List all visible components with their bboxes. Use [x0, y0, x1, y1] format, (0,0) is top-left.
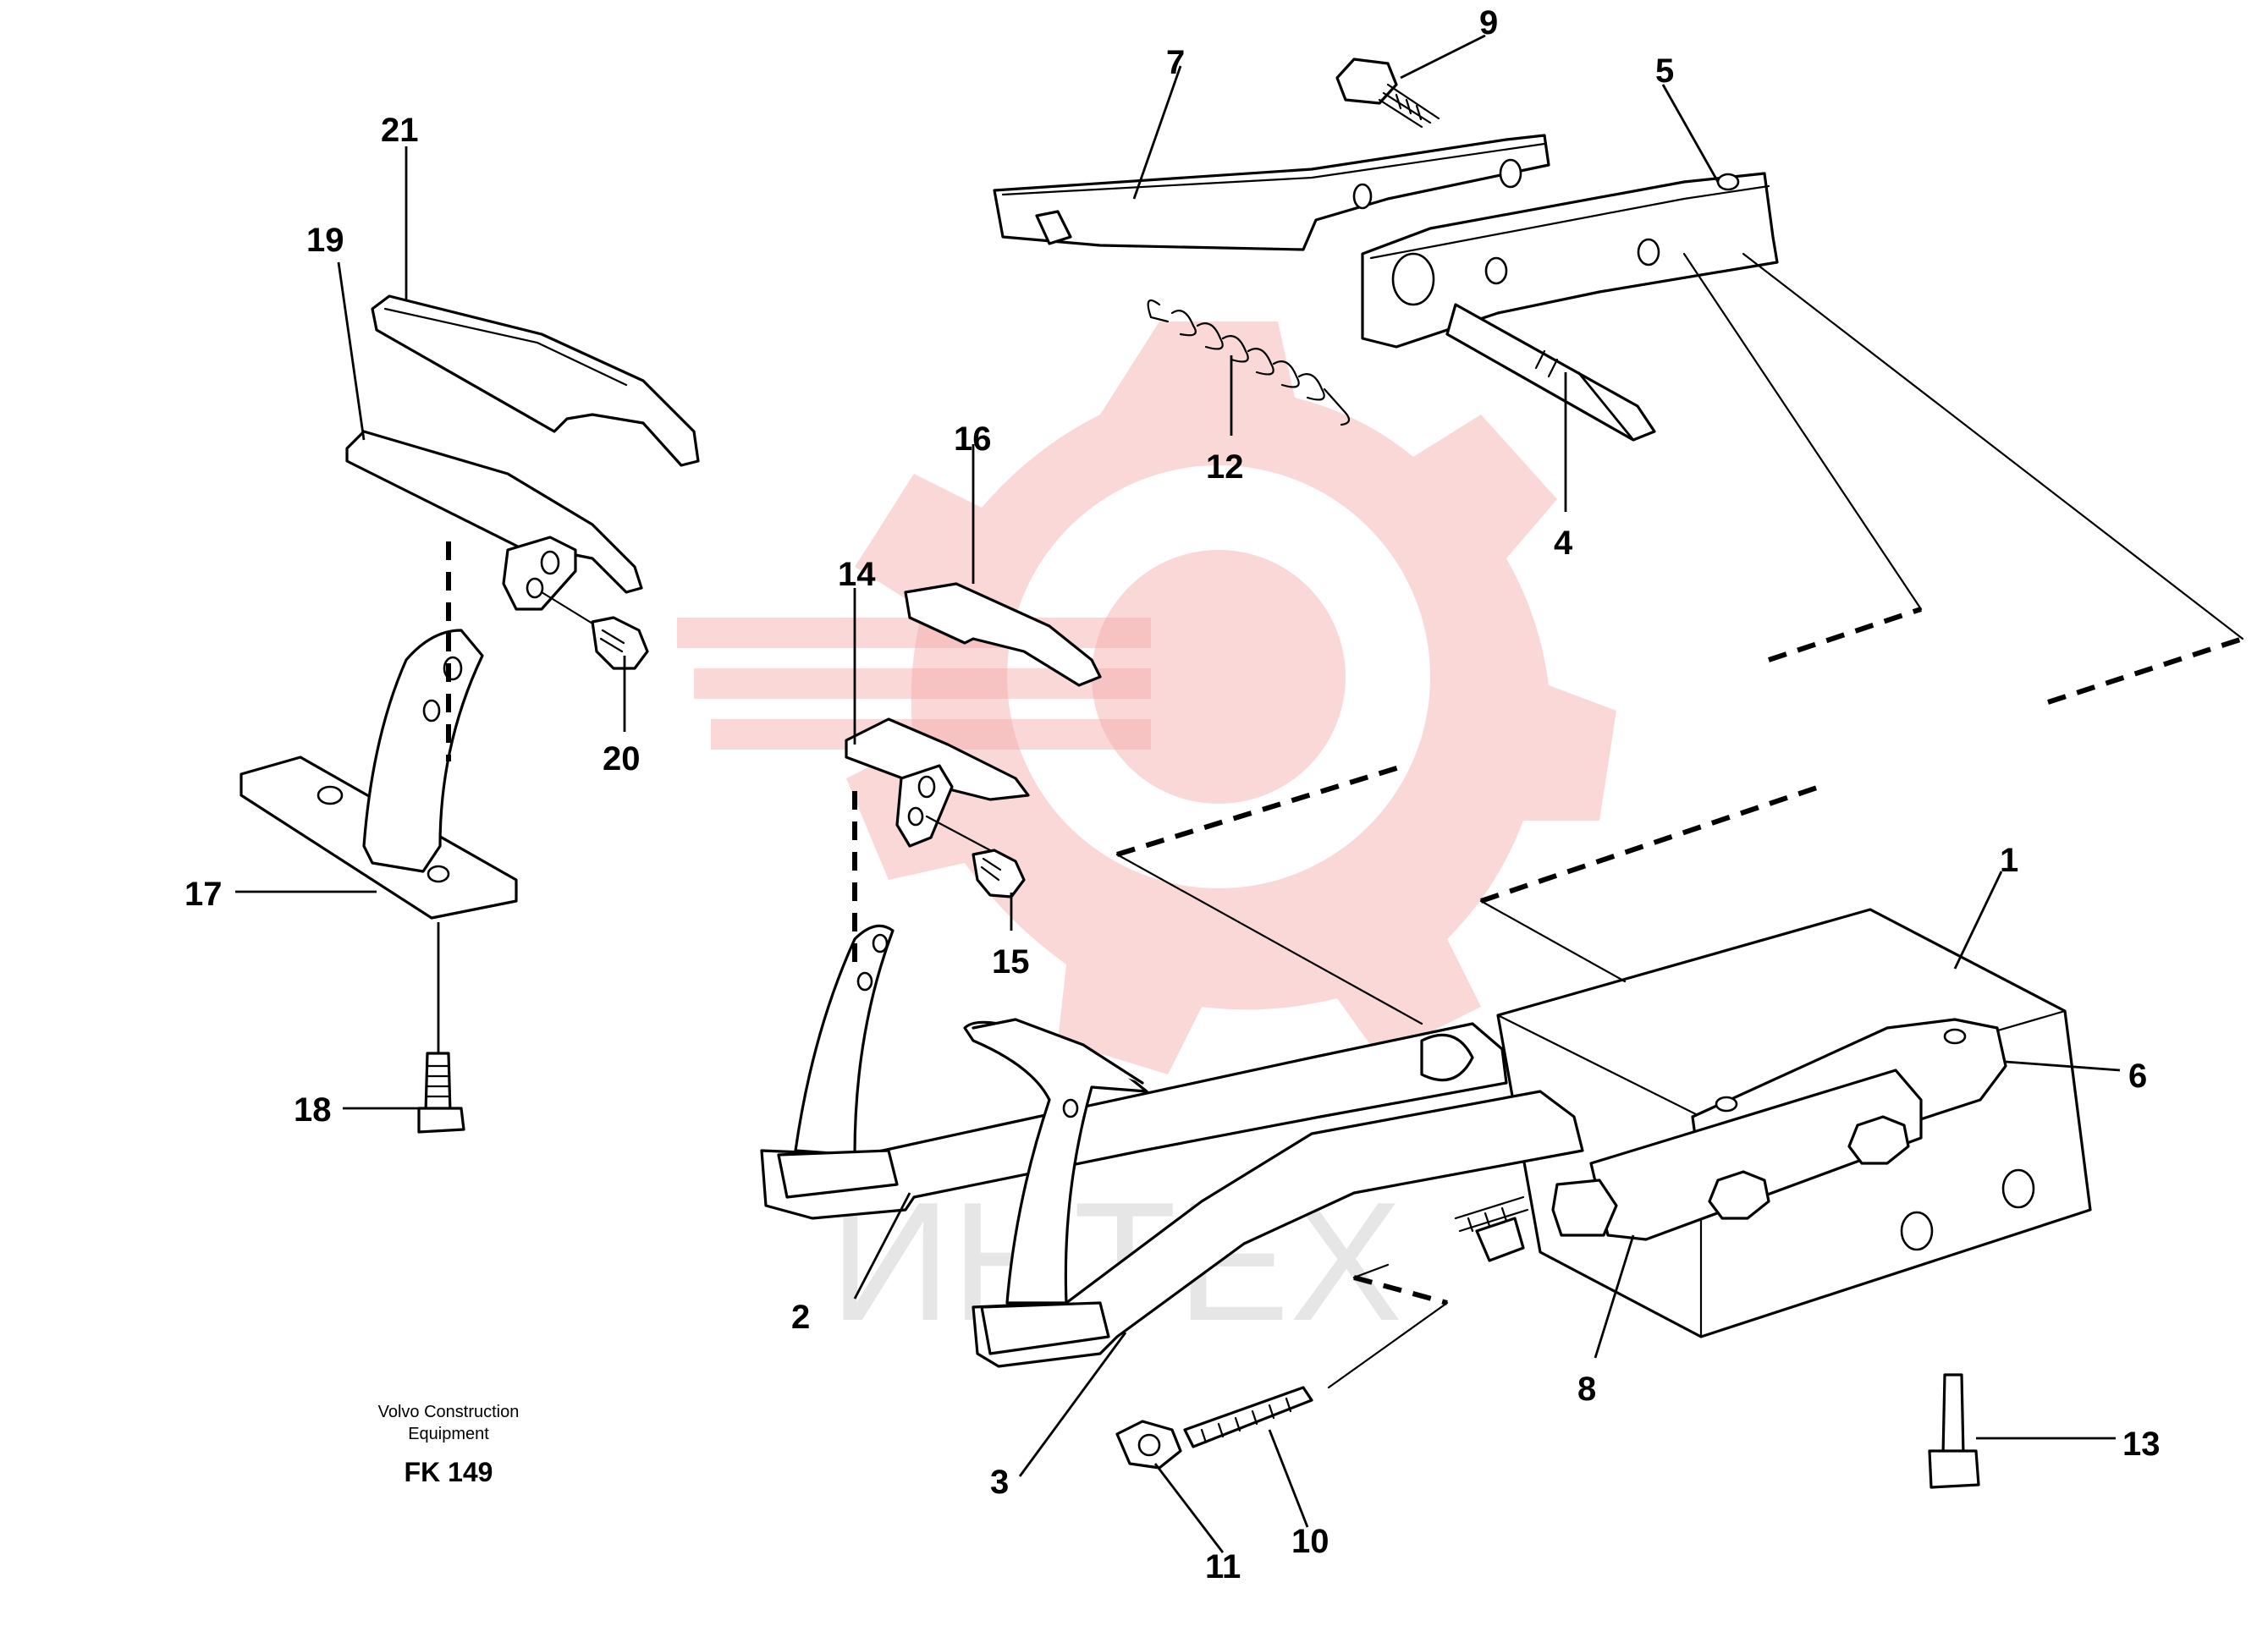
- manufacturer-credit-line-1: Volvo Construction: [377, 1403, 520, 1421]
- callout-8: 8: [1577, 1371, 1596, 1408]
- part-9-bolt: [1335, 58, 1440, 129]
- part-3-pedal-arm: [963, 1018, 1584, 1368]
- phantom-lines: [446, 252, 2244, 1389]
- part-8-link-plate: [1551, 1069, 1923, 1241]
- callout-5: 5: [1655, 52, 1674, 90]
- callout-13: 13: [2122, 1426, 2161, 1463]
- part-13-bolt: [1928, 1373, 1980, 1489]
- part-21-pedal-cover: [371, 294, 700, 467]
- callout-2: 2: [791, 1299, 810, 1336]
- manufacturer-credit-line-2: Equipment: [408, 1425, 489, 1443]
- callout-19: 19: [306, 222, 344, 259]
- part-18-bolt: [417, 1052, 465, 1134]
- callout-4: 4: [1554, 525, 1573, 562]
- callout-18: 18: [294, 1091, 332, 1129]
- callout-12: 12: [1206, 448, 1244, 486]
- callout-10: 10: [1291, 1523, 1329, 1560]
- adjuster-spring: [1454, 1195, 1529, 1262]
- part-10-screw: [1183, 1386, 1313, 1448]
- callout-14: 14: [838, 556, 876, 593]
- part-15-bolt: [925, 815, 1026, 898]
- leader-lines: [235, 34, 2121, 1553]
- callout-9: 9: [1479, 4, 1498, 41]
- part-14-pedal-pad: [845, 717, 1030, 848]
- part-12-spring: [1147, 299, 1351, 426]
- callout-3: 3: [990, 1464, 1009, 1501]
- callout-labels: 1 2 3 4 5 6 7 8 9 10 11 12 13 14 15 16 1…: [184, 4, 2161, 1585]
- callout-21: 21: [381, 112, 419, 149]
- part-17-pedal-base: [239, 629, 518, 920]
- callout-11: 11: [1205, 1548, 1241, 1585]
- callout-17: 17: [184, 876, 223, 913]
- part-11-nut: [1115, 1420, 1182, 1470]
- callout-1: 1: [2000, 842, 2018, 879]
- callout-16: 16: [954, 420, 992, 458]
- callout-7: 7: [1166, 44, 1185, 81]
- part-16-pedal-pad: [904, 582, 1102, 687]
- part-4-shaft: [1445, 303, 1656, 442]
- part-5-bracket: [1361, 172, 1779, 349]
- part-19-pedal-pad: [345, 430, 643, 611]
- watermark-gear-logo: [677, 321, 1616, 1074]
- part-20-bolt: [540, 591, 649, 670]
- callout-6: 6: [2128, 1058, 2147, 1095]
- figure-code: FK 149: [404, 1457, 493, 1487]
- part-7-lever-arm: [993, 134, 1550, 251]
- callout-20: 20: [603, 740, 641, 778]
- callout-15: 15: [992, 943, 1030, 981]
